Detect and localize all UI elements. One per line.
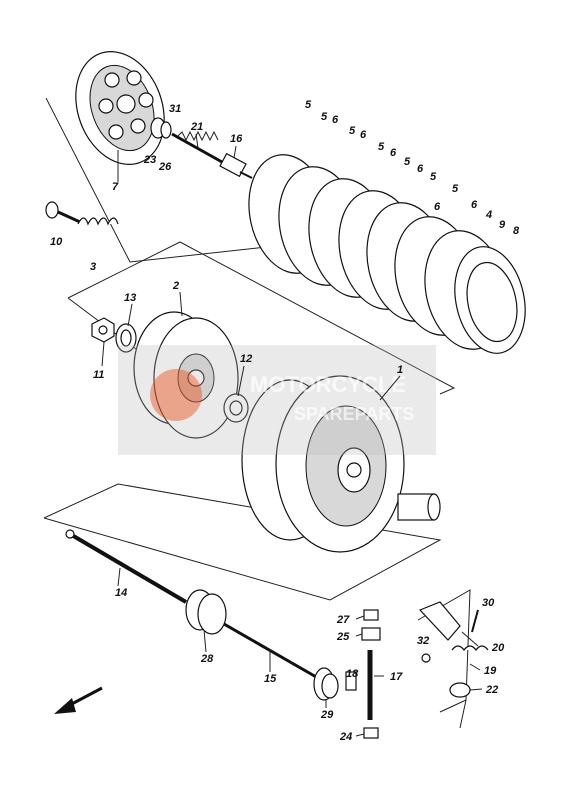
release-bearing[interactable] bbox=[150, 117, 172, 139]
callout-5e: 5 bbox=[404, 156, 411, 168]
callout-8: 8 bbox=[513, 225, 520, 237]
bearing-28[interactable] bbox=[185, 589, 227, 635]
long-shaft[interactable] bbox=[65, 529, 188, 604]
callout-29: 29 bbox=[320, 709, 334, 721]
callout-6d: 6 bbox=[417, 163, 424, 175]
callout-5b: 5 bbox=[321, 111, 328, 123]
callout-5a: 5 bbox=[305, 99, 312, 111]
callout-6c: 6 bbox=[390, 147, 397, 159]
release-lever[interactable] bbox=[418, 601, 489, 698]
callout-12: 12 bbox=[240, 353, 252, 365]
callout-20: 20 bbox=[491, 642, 505, 654]
callout-24: 24 bbox=[339, 731, 352, 743]
leader-lines bbox=[101, 133, 483, 737]
clutch-sleeve-hub[interactable] bbox=[133, 311, 239, 439]
callout-5c: 5 bbox=[349, 125, 356, 137]
callout-18: 18 bbox=[346, 668, 359, 680]
callout-6a: 6 bbox=[332, 114, 339, 126]
watermark-line1: MOTORCYCLE bbox=[250, 372, 406, 397]
callout-22: 22 bbox=[485, 684, 498, 696]
callout-28: 28 bbox=[200, 653, 214, 665]
callout-13: 13 bbox=[124, 292, 136, 304]
callout-15: 15 bbox=[264, 673, 277, 685]
callout-31: 31 bbox=[169, 103, 181, 115]
callout-labels: 1 2 3 4 5 5 5 5 5 5 5 6 6 6 6 6 6 7 8 9 … bbox=[50, 99, 520, 743]
callout-3: 3 bbox=[90, 261, 96, 273]
callout-2: 2 bbox=[172, 280, 179, 292]
callout-5g: 5 bbox=[452, 183, 459, 195]
callout-6e: 6 bbox=[434, 201, 441, 213]
callout-10: 10 bbox=[50, 236, 63, 248]
callout-4: 4 bbox=[485, 209, 492, 221]
clutch-plate-stack[interactable] bbox=[238, 147, 534, 360]
callout-6f: 6 bbox=[471, 199, 478, 211]
callout-23: 23 bbox=[143, 154, 156, 166]
callout-14: 14 bbox=[115, 587, 127, 599]
callout-16: 16 bbox=[230, 133, 243, 145]
callout-6b: 6 bbox=[360, 129, 367, 141]
callout-1: 1 bbox=[397, 364, 403, 376]
watermark-line2: SPAREPARTS bbox=[294, 404, 414, 424]
callout-27: 27 bbox=[336, 614, 350, 626]
callout-11: 11 bbox=[93, 369, 104, 381]
bearing-29[interactable] bbox=[313, 667, 339, 701]
callout-5d: 5 bbox=[378, 141, 385, 153]
callout-19: 19 bbox=[484, 665, 497, 677]
callout-7: 7 bbox=[112, 181, 119, 193]
nut-and-washer[interactable] bbox=[91, 317, 137, 353]
callout-32: 32 bbox=[417, 635, 429, 647]
watermark: MOTORCYCLE SPAREPARTS bbox=[118, 345, 436, 455]
clutch-housing[interactable] bbox=[241, 375, 405, 553]
watermark-logo-icon bbox=[150, 369, 202, 421]
bolt-and-spring[interactable] bbox=[45, 201, 119, 226]
callout-21: 21 bbox=[190, 121, 203, 133]
push-rod[interactable] bbox=[171, 130, 223, 164]
release-shaft-assembly[interactable] bbox=[345, 609, 381, 739]
front-arrow-icon bbox=[54, 686, 103, 714]
shaft-15[interactable] bbox=[223, 622, 319, 680]
callout-5f: 5 bbox=[430, 171, 437, 183]
spacer-tube[interactable] bbox=[397, 493, 441, 521]
callout-25: 25 bbox=[336, 631, 350, 643]
callout-26: 26 bbox=[158, 161, 172, 173]
callout-9: 9 bbox=[499, 219, 506, 231]
callout-30: 30 bbox=[482, 597, 495, 609]
push-piece[interactable] bbox=[219, 152, 253, 179]
callout-17: 17 bbox=[390, 671, 403, 683]
thrust-washer[interactable] bbox=[223, 393, 249, 423]
pressure-plate[interactable] bbox=[61, 39, 180, 177]
